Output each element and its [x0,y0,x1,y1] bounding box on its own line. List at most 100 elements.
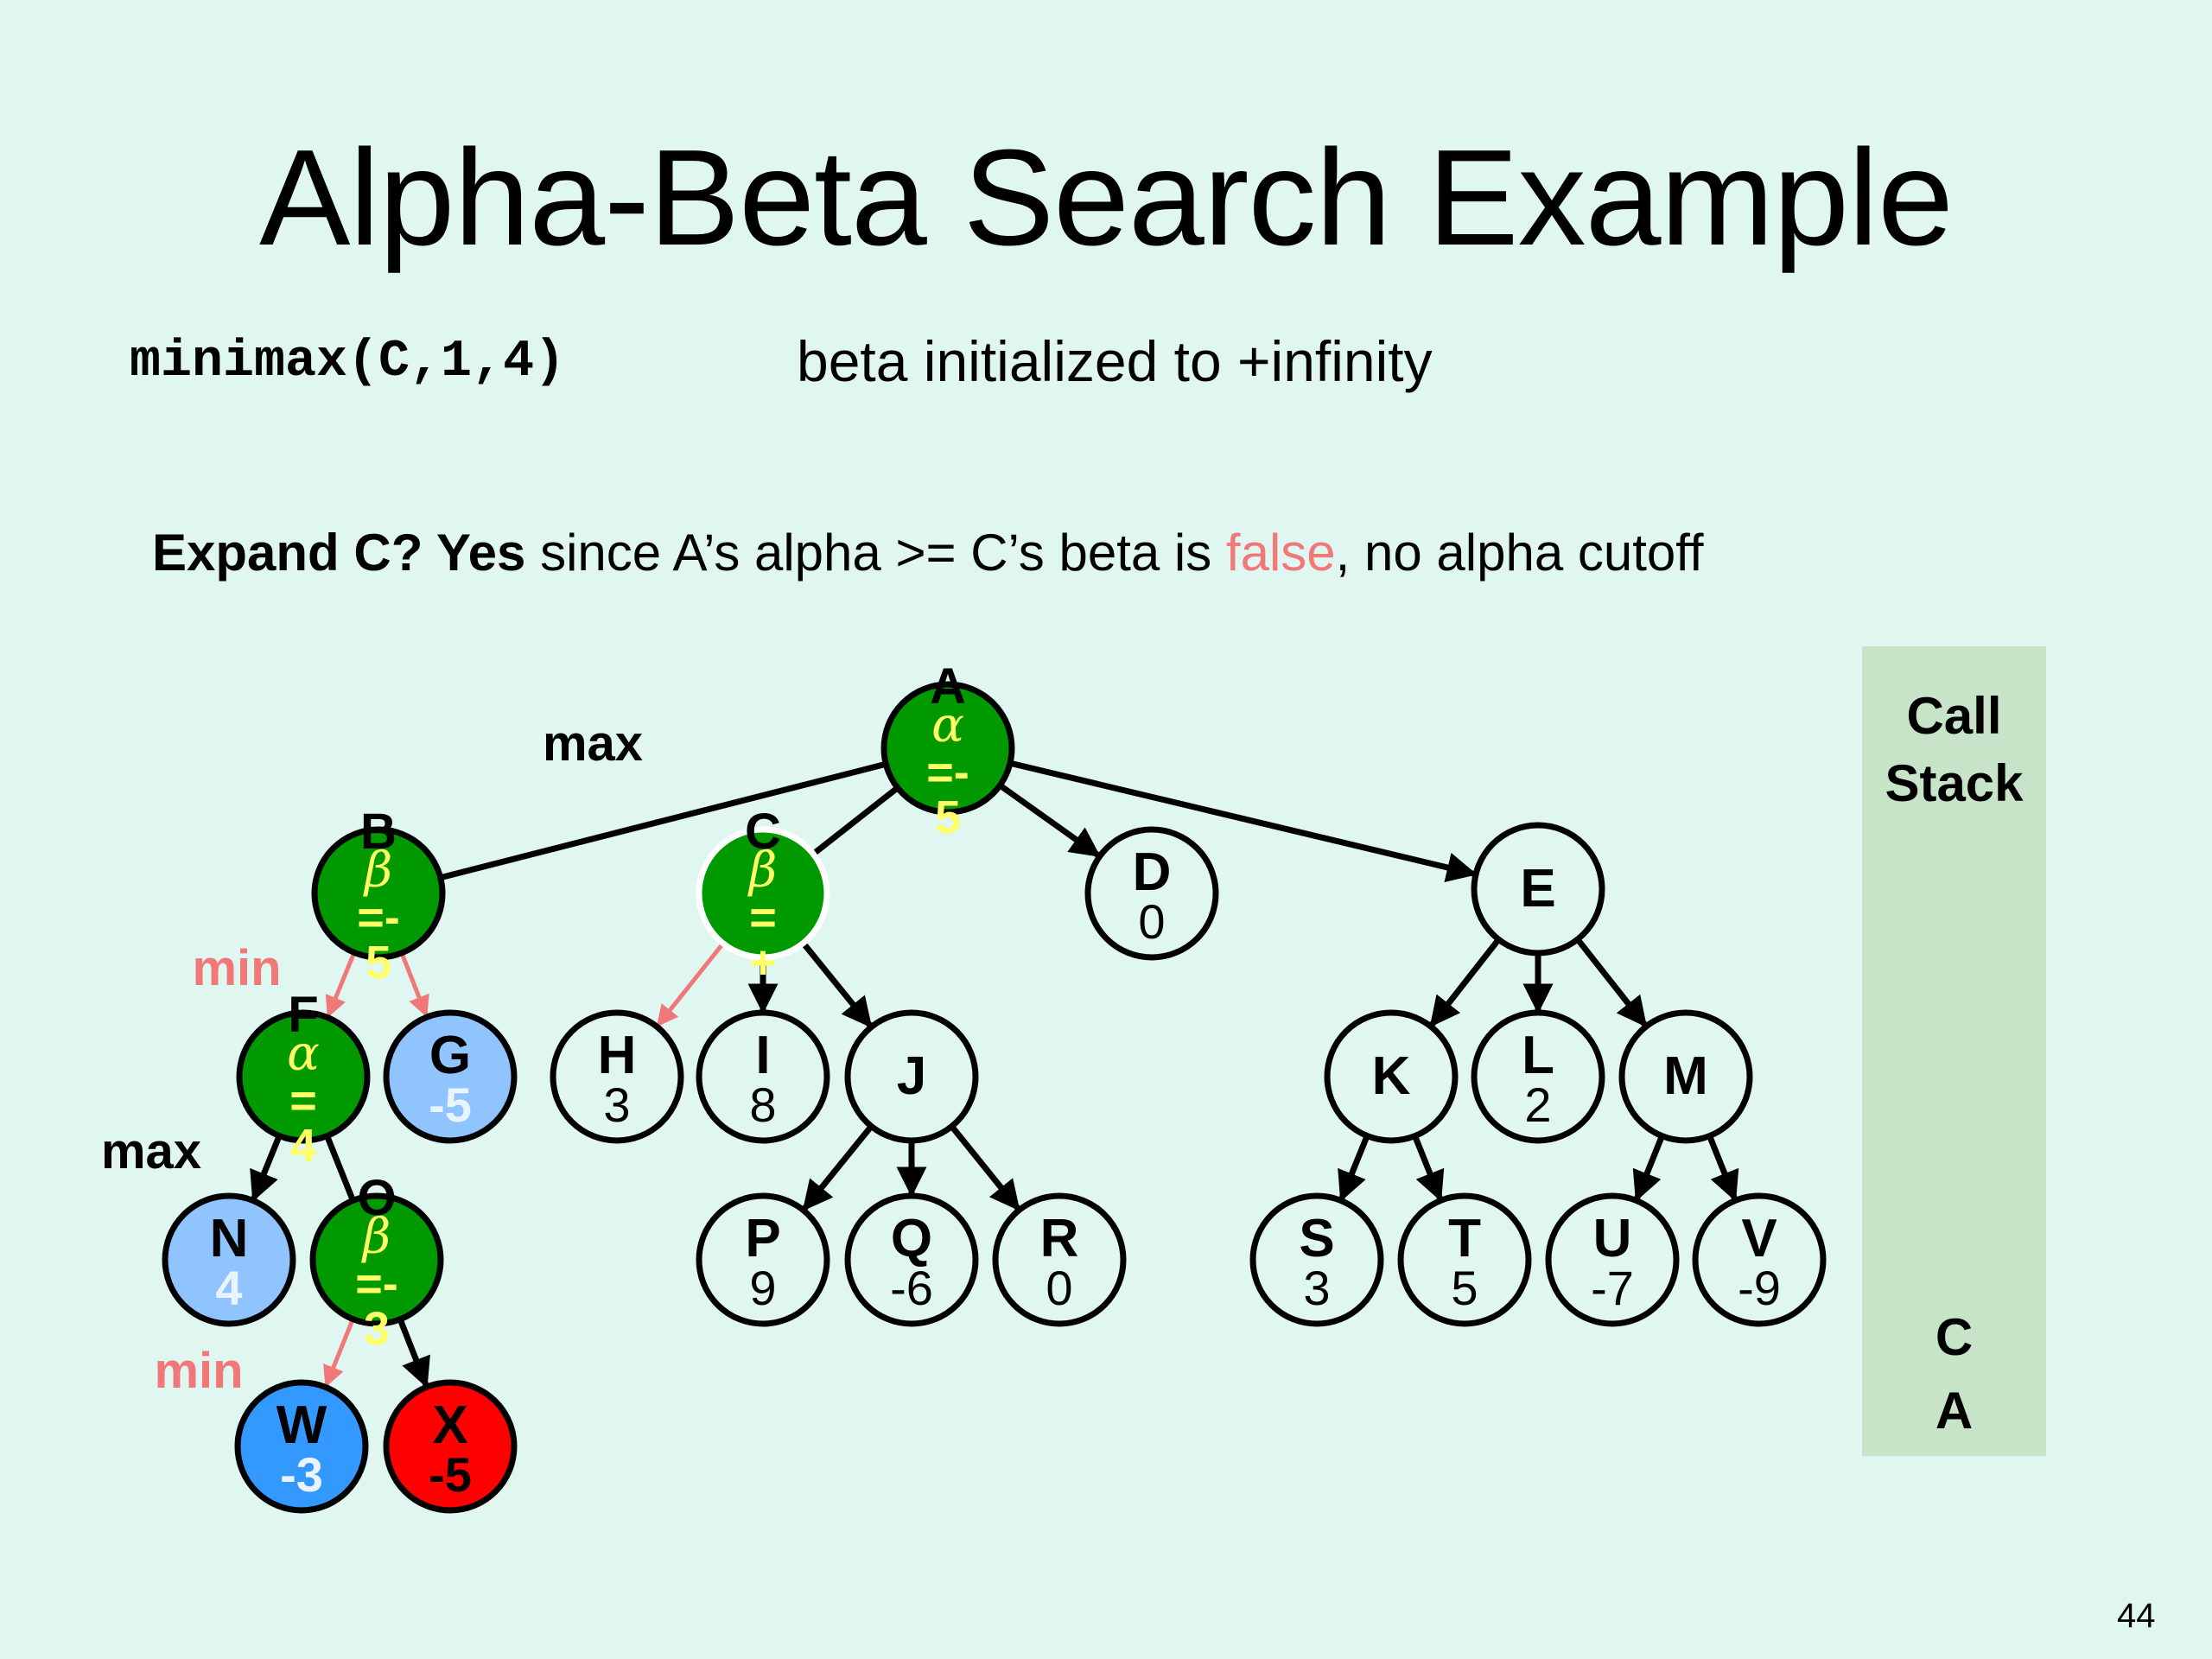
bound-value-line: + [749,937,777,988]
tree-node-B: Bβ=-5 [311,804,446,988]
node-label: L [1522,1026,1554,1085]
tree-node-V: V-9 [1692,1192,1827,1327]
node-circle [1618,1009,1753,1144]
node-circle [311,826,446,961]
bound-symbol: β [363,842,392,899]
bound-value-line: = [289,1075,317,1127]
call-stack-title-line2: Stack [1885,754,2024,812]
node-circle [696,1192,830,1327]
node-value: 3 [603,1077,630,1132]
tree-node-M: M [1618,1009,1753,1144]
edge-J-P [802,1124,874,1211]
node-label: X [432,1395,467,1455]
node-circle [234,1379,369,1514]
node-value: -7 [1591,1261,1634,1315]
tree-node-N: N4 [162,1192,296,1327]
tree-node-G: G-5 [383,1009,518,1144]
bound-value-line: 5 [365,937,391,988]
tree-node-C: Cβ=+ [696,804,830,988]
node-label: B [360,804,397,860]
node-label: A [930,658,966,715]
node-circle [550,1009,684,1144]
node-label: S [1299,1209,1334,1268]
tree-node-J: J [844,1009,979,1144]
edge-B-G [399,951,429,1018]
node-label: V [1741,1209,1777,1268]
level-label-min-1: min [192,940,281,996]
node-label: K [1372,1046,1411,1106]
tree-node-F: Fα=4 [236,987,371,1172]
expand-question: Expand C? Yes [152,524,526,582]
false-highlight: false [1225,524,1336,582]
bound-symbol: β [747,842,777,899]
node-label: M [1663,1046,1708,1106]
bound-symbol: α [931,697,964,753]
node-label: R [1040,1209,1079,1268]
node-label: G [429,1026,471,1085]
edge-B-F [325,951,357,1019]
call-stack-panel: Call Stack C A [1862,646,2046,1456]
edge-F-O [324,1135,355,1200]
node-circle [1397,1192,1532,1327]
bound-symbol: β [361,1209,391,1265]
node-circle [383,1009,518,1144]
edge-A-B [441,760,887,880]
edge-K-S [1338,1135,1370,1202]
node-value: 0 [1046,1261,1072,1315]
tree-node-Q: Q-6 [844,1192,979,1327]
level-label-max-2: max [101,1123,201,1179]
node-value: 5 [1451,1261,1478,1315]
node-label: D [1133,842,1172,902]
node-value: 0 [1138,894,1165,949]
level-label-min-2: min [154,1343,243,1399]
bound-value-line: =- [926,747,969,798]
call-stack-item: A [1935,1382,1974,1440]
node-circle [1692,1192,1827,1327]
tree-node-A: Aα=-5 [880,658,1015,843]
node-circle [309,1192,444,1327]
bound-symbol: α [287,1026,320,1082]
tree-node-S: S3 [1249,1192,1384,1327]
node-label: U [1593,1209,1632,1268]
node-label: W [276,1395,327,1455]
bound-value-line: 5 [935,791,961,843]
node-circle [880,681,1015,816]
node-label: E [1520,859,1555,918]
edge-C-J [800,941,873,1028]
expand-explanation: Expand C? Yes since A’s alpha >= C’s bet… [152,523,1704,582]
node-value: -6 [890,1261,933,1315]
tree-node-U: U-7 [1545,1192,1680,1327]
node-circle [1249,1192,1384,1327]
edge-C-H [656,942,725,1027]
edge-A-E [1009,760,1478,883]
tree-node-L: L2 [1471,1009,1605,1144]
tree-node-K: K [1324,1009,1459,1144]
node-circle [696,1009,830,1144]
node-value: -3 [280,1447,323,1502]
call-stack-title: Call Stack [1862,683,2046,817]
node-label: F [288,987,318,1043]
page-number: 44 [2117,1597,2156,1635]
node-label: Q [891,1209,932,1268]
edge-E-M [1575,937,1648,1028]
level-labels-layer: max min max min [101,715,643,1399]
edge-J-R [949,1124,1021,1211]
level-label-max-1: max [543,715,643,772]
call-stack-item: C [1935,1308,1974,1366]
node-circle [1471,822,1605,957]
bound-value-line: =- [355,1258,398,1310]
node-value: 4 [215,1261,242,1315]
bound-value-line: 3 [364,1303,390,1355]
edge-M-U [1632,1135,1665,1202]
node-circle [162,1192,296,1327]
node-circle [1545,1192,1680,1327]
node-label: O [357,1170,396,1226]
node-circle [236,1009,371,1144]
edge-M-V [1707,1135,1739,1202]
node-value: -9 [1738,1261,1781,1315]
node-circle [1471,1009,1605,1144]
node-label: J [897,1046,926,1106]
tree-node-T: T5 [1397,1192,1532,1327]
node-circle [992,1192,1127,1327]
